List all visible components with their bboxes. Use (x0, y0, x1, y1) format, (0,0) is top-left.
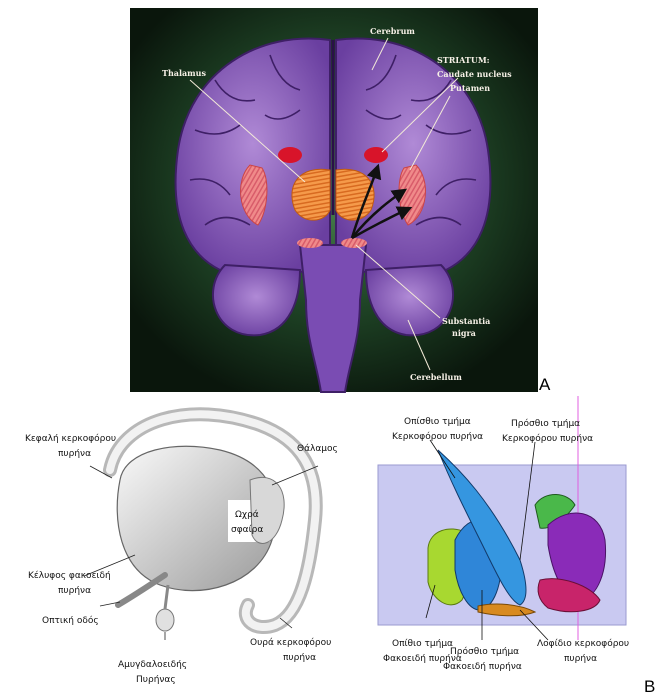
label-ant-caudate-2: Κερκοφόρου πυρήνα (502, 433, 593, 444)
amygdala-stalk (165, 585, 168, 609)
label-post-lent-1: Οπίθιο τμήμα (392, 639, 453, 649)
label-post-caudate-2: Κερκοφόρου πυρήνα (392, 431, 483, 442)
panel-a: Cerebrum STRIATUM: Caudate nucleus Putam… (130, 8, 551, 394)
optic-tract-shape (118, 575, 165, 605)
panel-a-letter: A (539, 375, 551, 394)
label-globus-1: Ωχρά (235, 510, 259, 520)
panel-b-letter: B (644, 677, 655, 696)
label-caudate-tail-2: πυρήνα (283, 653, 316, 663)
label-striatum: STRIATUM: (437, 55, 490, 65)
label-caudate-head-1: Κεφαλή κερκοφόρου (25, 433, 116, 444)
label-putamen-shell-2: πυρήνα (58, 586, 91, 596)
label-tail-1: Λοφίδιο κερκοφόρου (537, 638, 629, 649)
label-amygdala-1: Αμυγδαλοειδής (118, 660, 187, 670)
label-cerebrum: Cerebrum (370, 26, 415, 36)
left-substantia-nigra (297, 238, 323, 248)
label-caudate-head-2: πυρήνα (58, 449, 91, 459)
label-globus-2: σφαίρα (231, 525, 263, 535)
label-putamen-shell-1: Κέλυφος φακοειδή (28, 570, 111, 581)
label-post-caudate-1: Οπίσθιο τμήμα (404, 417, 471, 427)
label-putamen: Putamen (450, 83, 490, 93)
label-caudate-tail-1: Ουρά κερκοφόρου (250, 637, 331, 648)
label-ant-lent-2: Φακοειδή πυρήνα (443, 662, 522, 672)
label-thalamus-gr: Θάλαμος (297, 444, 338, 454)
label-caudate-nucleus: Caudate nucleus (437, 69, 512, 79)
label-cerebellum: Cerebellum (410, 372, 462, 382)
label-tail-2: πυρήνα (564, 654, 597, 664)
panel-b-left-illustration: Κεφαλή κερκοφόρου πυρήνα Θάλαμος Ωχρά σφ… (25, 414, 338, 685)
amygdala-shape (156, 609, 174, 631)
label-optic-tract: Οπτική οδός (42, 615, 99, 626)
label-ant-lent-1: Πρόσθιο τμήμα (450, 646, 519, 657)
label-nigra: nigra (452, 328, 476, 338)
label-amygdala-2: Πυρήνας (136, 675, 176, 685)
label-substantia: Substantia (442, 316, 490, 326)
right-substantia-nigra (341, 238, 367, 248)
label-ant-caudate-1: Πρόσθιο τμήμα (511, 418, 580, 429)
panel-b-right-model: Οπίσθιο τμήμα Κερκοφόρου πυρήνα Πρόσθιο … (378, 396, 655, 696)
label-thalamus: Thalamus (162, 68, 206, 78)
